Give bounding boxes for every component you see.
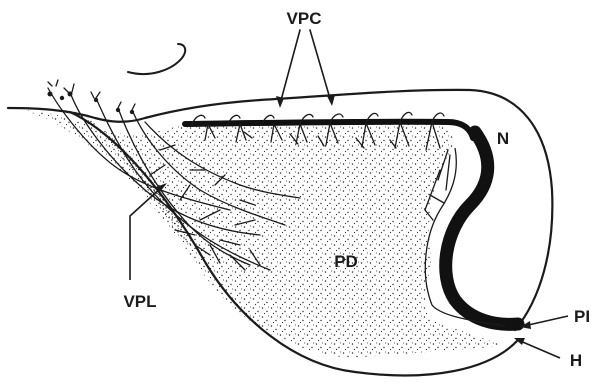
label-vpl: VPL xyxy=(123,292,156,311)
label-h: H xyxy=(570,351,582,370)
vpc-pointer xyxy=(280,30,331,104)
h-pointer xyxy=(518,340,560,358)
label-n: N xyxy=(497,129,509,148)
pi-pointer xyxy=(524,316,568,326)
label-pi: PI xyxy=(574,307,590,326)
label-vpc: VPC xyxy=(287,9,322,28)
stalk-squiggle xyxy=(128,44,185,74)
label-pd: PD xyxy=(334,252,358,271)
